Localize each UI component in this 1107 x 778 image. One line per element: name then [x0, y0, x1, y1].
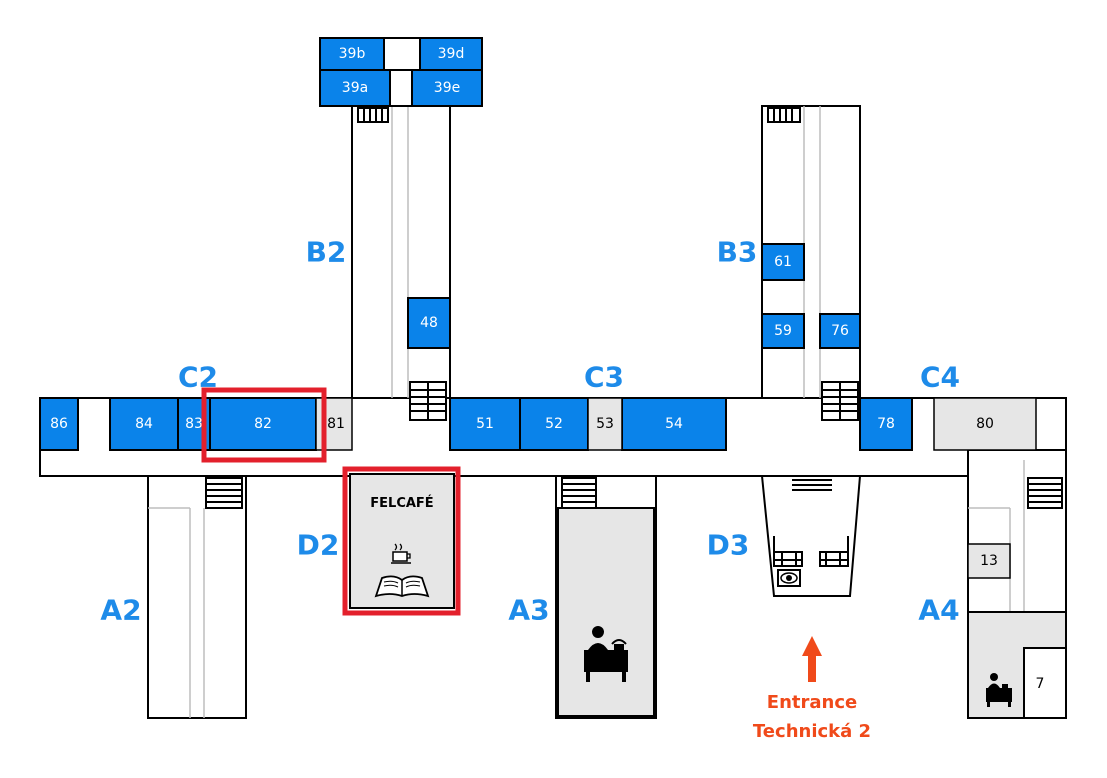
stairs-icon: [767, 107, 801, 123]
chair-icon: [773, 536, 803, 567]
wing-label-d3: D3: [707, 529, 750, 562]
highlight-felcafe: [342, 466, 461, 616]
room-78-label: 78: [877, 416, 895, 432]
felcafe-label: FELCAFÉ: [370, 495, 433, 511]
room-80-label: 80: [976, 416, 994, 432]
room-81[interactable]: 81: [315, 397, 353, 451]
room-51-label: 51: [476, 416, 494, 432]
room-76[interactable]: 76: [819, 313, 861, 349]
rooms: 39b 39d 39a 39e 48 61 59 76 86 84 83 82 …: [39, 37, 1045, 692]
stairs-icon: [821, 381, 859, 421]
stairs-icon: [357, 107, 389, 123]
stairs-icon: [409, 381, 447, 421]
room-51[interactable]: 51: [449, 397, 521, 451]
wing-label-c4: C4: [920, 361, 960, 394]
room-54[interactable]: 54: [621, 397, 727, 451]
room-86-label: 86: [50, 416, 68, 432]
wing-b3-corridor: [761, 105, 861, 399]
room-48-label: 48: [420, 315, 438, 331]
room-84-label: 84: [135, 416, 153, 432]
coffee-cup-icon: [391, 543, 411, 564]
room-52-label: 52: [545, 416, 563, 432]
room-53[interactable]: 53: [587, 397, 623, 451]
highlight-room-82: [201, 387, 327, 463]
wing-label-b2: B2: [306, 236, 347, 269]
stairs-icon: [561, 477, 597, 509]
chair-icon: [819, 536, 849, 567]
open-book-icon: [374, 575, 430, 598]
wing-d3-hall: [760, 475, 862, 597]
stairs-icon: [205, 477, 243, 509]
room-39e[interactable]: 39e: [411, 69, 483, 107]
room-39d[interactable]: 39d: [419, 37, 483, 71]
room-52[interactable]: 52: [519, 397, 589, 451]
room-39e-label: 39e: [434, 80, 460, 96]
reception-desk-icon: [986, 673, 1012, 707]
stairs-icon: [792, 479, 832, 491]
wing-label-a2: A2: [100, 594, 141, 627]
room-82-label: 82: [254, 416, 272, 432]
wing-label-b3: B3: [717, 236, 758, 269]
wing-labels: B2 B3 C2 C3 C4 D2 D3 A2 A3 A4: [100, 236, 960, 627]
room-13[interactable]: 13: [967, 543, 1011, 579]
room-78[interactable]: 78: [859, 397, 913, 451]
wing-b2-corridor: [351, 105, 451, 399]
room-7-label: 7: [1036, 676, 1045, 692]
room-81-label: 81: [327, 416, 345, 432]
room-39b[interactable]: 39b: [319, 37, 385, 71]
wing-label-a4: A4: [918, 594, 959, 627]
room-53-label: 53: [596, 416, 614, 432]
room-82[interactable]: 82: [209, 397, 317, 451]
room-39a[interactable]: 39a: [319, 69, 391, 107]
stairs-icon: [1027, 477, 1063, 509]
room-48[interactable]: 48: [407, 297, 451, 349]
wing-label-a3: A3: [508, 594, 549, 627]
room-54-label: 54: [665, 416, 683, 432]
room-59-label: 59: [774, 323, 792, 339]
entrance-address: Technická 2: [753, 721, 871, 742]
wing-label-c3: C3: [584, 361, 624, 394]
wing-a2-corridor: [147, 475, 247, 719]
room-80[interactable]: 80: [933, 397, 1037, 451]
room-61-label: 61: [774, 254, 792, 270]
room-83-label: 83: [185, 416, 203, 432]
wing-label-d2: D2: [297, 529, 340, 562]
wing-a3-room: [557, 507, 655, 717]
room-61[interactable]: 61: [761, 243, 805, 281]
room-59[interactable]: 59: [761, 313, 805, 349]
stairs-group: [205, 107, 1063, 567]
room-7[interactable]: [1023, 647, 1067, 719]
room-84[interactable]: 84: [109, 397, 179, 451]
wing-label-c2: C2: [178, 361, 218, 394]
room-76-label: 76: [831, 323, 849, 339]
eye-icon: [777, 569, 801, 587]
reception-desk-icon: [584, 626, 628, 682]
entrance-marker: Entrance Technická 2: [753, 636, 871, 742]
entrance-arrow-icon: [802, 636, 822, 682]
room-86[interactable]: 86: [39, 397, 79, 451]
room-39d-label: 39d: [438, 46, 465, 62]
room-39-connector: [383, 37, 421, 71]
room-39a-label: 39a: [342, 80, 368, 96]
room-13-label: 13: [980, 553, 998, 569]
entrance-label: Entrance: [767, 692, 857, 713]
room-39b-label: 39b: [339, 46, 366, 62]
